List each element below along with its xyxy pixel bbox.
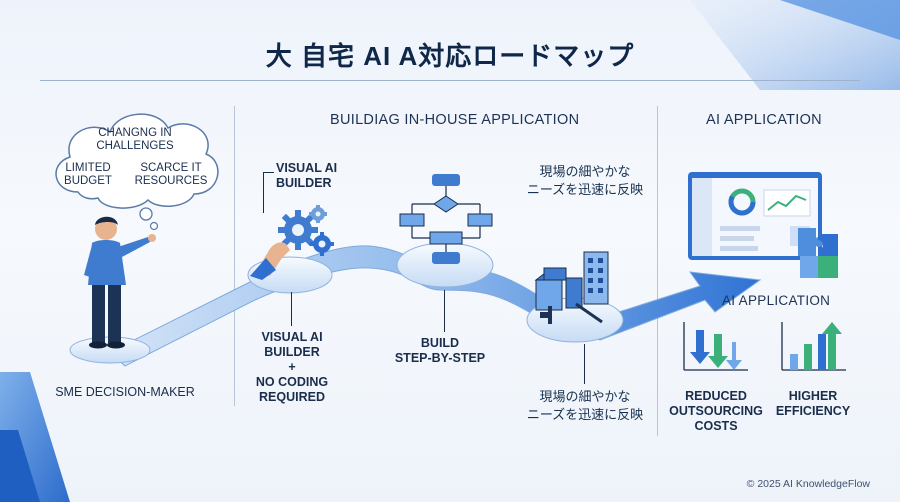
- header-right: AI APPLICATION: [706, 112, 822, 128]
- connector-build-step: [444, 290, 445, 332]
- label-visual-builder-bottom: VISUAL AI BUILDER + NO CODING REQUIRED: [255, 330, 329, 404]
- page-title: 大 自宅 AI A対応ロードマップ: [265, 41, 635, 71]
- label-higher-efficiency: HIGHER EFFICIENCY: [775, 389, 851, 418]
- title-divider: [40, 80, 860, 81]
- higher-efficiency-icon: [781, 322, 846, 371]
- label-jp-top: 現場の細やかな ニーズを迅速に反映: [526, 164, 644, 197]
- flowchart-icon: [399, 174, 493, 264]
- label-build-step: BUILD STEP-BY-STEP: [394, 336, 486, 365]
- connector-visual-builder: [291, 292, 292, 326]
- connector-jp-bottom: [584, 344, 585, 384]
- reduced-costs-icon: [683, 322, 748, 371]
- dashboard-icon: [688, 172, 838, 278]
- label-jp-bottom: 現場の細やかな ニーズを迅速に反映: [526, 389, 644, 422]
- label-visual-builder-top: VISUAL AI BUILDER: [276, 161, 338, 190]
- decision-maker-figure: [84, 216, 156, 349]
- header-middle: BUILDIAG IN-HOUSE APPLICATION: [330, 112, 580, 128]
- label-ai-application-mid: AI APPLICATION: [722, 293, 831, 308]
- thought-cloud: [55, 113, 219, 231]
- bracket-visual-builder: [263, 172, 274, 213]
- cloud-scarce-it-resources: SCARCE IT RESOURCES: [134, 162, 208, 187]
- buildings-tools-icon: [534, 251, 609, 324]
- copyright: © 2025 AI KnowledgeFlow: [746, 478, 870, 490]
- cloud-changing-challenges: CHANGNG IN CHALLENGES: [96, 127, 174, 152]
- label-reduced-costs: REDUCED OUTSOURCING COSTS: [669, 389, 763, 433]
- column-divider-left: [234, 106, 235, 406]
- column-divider-right: [657, 106, 658, 436]
- gears-hand-icon: [250, 205, 334, 280]
- label-decision-maker: SME DECISION-MAKER: [55, 385, 195, 399]
- cloud-limited-budget: LIMITED BUDGET: [64, 162, 112, 187]
